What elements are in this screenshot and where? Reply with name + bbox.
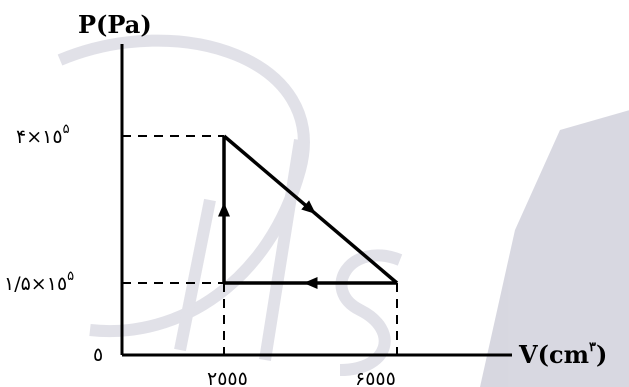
y-tick-low-exp: ۵ xyxy=(67,269,74,284)
x-axis-title-base: V(cm xyxy=(518,340,589,369)
arrow-down-right xyxy=(301,200,316,215)
y-tick-high-exp: ۵ xyxy=(63,122,70,137)
arrow-up xyxy=(218,202,230,217)
watermark-shape xyxy=(480,110,629,387)
y-tick-high-mantissa: ۴×۱٥ xyxy=(16,126,63,148)
watermark xyxy=(57,34,629,387)
watermark-stroke-s xyxy=(335,249,403,376)
watermark-stroke-r xyxy=(174,198,216,352)
watermark-stroke-h xyxy=(259,139,306,361)
guide-lines xyxy=(122,135,398,355)
y-tick-low-mantissa: ۱/۵×۱٥ xyxy=(4,273,67,295)
x-tick-label-right: ۶٥٥٥ xyxy=(355,368,396,387)
y-axis-title: P(Pa) xyxy=(78,10,152,39)
x-axis-title-exp: ۳ xyxy=(589,340,596,355)
x-tick-label-left: ۲٥٥٥ xyxy=(207,368,248,387)
y-tick-label-high: ۴×۱٥۵ xyxy=(16,122,70,148)
x-axis-title-close: ) xyxy=(596,340,607,369)
origin-label: ٥ xyxy=(93,344,103,366)
arrow-left xyxy=(303,277,318,289)
x-axis-title: V(cm۳) xyxy=(518,340,607,369)
watermark-stroke-d xyxy=(57,34,310,338)
cycle-arrows xyxy=(218,200,318,289)
y-tick-label-low: ۱/۵×۱٥۵ xyxy=(4,269,74,295)
